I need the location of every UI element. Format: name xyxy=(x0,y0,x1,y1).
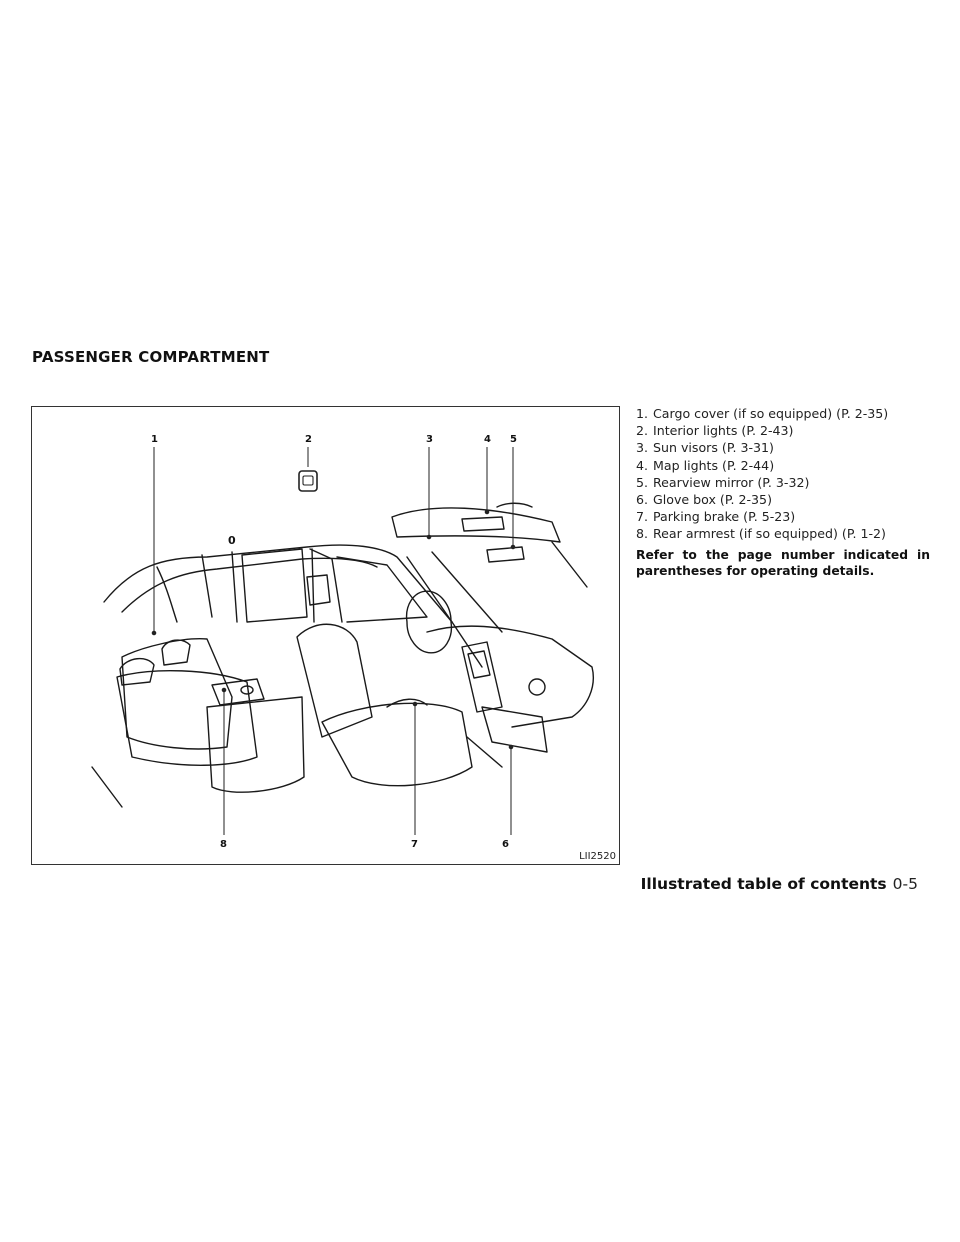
center-console xyxy=(461,641,503,713)
operating-details-note: Refer to the page number indicated in pa… xyxy=(636,547,930,579)
rear-pillar xyxy=(156,566,178,623)
legend-number: 5. xyxy=(636,474,649,490)
legend-number: 1. xyxy=(636,406,649,421)
windshield xyxy=(406,541,588,633)
interior-light-icon xyxy=(298,470,318,492)
front-headrest xyxy=(306,574,331,606)
legend-number: 6. xyxy=(636,492,649,508)
legend-number: 2. xyxy=(636,423,649,439)
passenger-compartment-illustration: 1 2 3 4 5 6 7 8 0 LII2520 xyxy=(31,406,620,865)
callout-numbers: 1 2 3 4 5 6 7 8 0 xyxy=(151,434,517,850)
legend-number: 7. xyxy=(636,509,649,525)
legend: 1. Cargo cover (if so equipped) (P. 2-35)… xyxy=(636,405,930,580)
callout-lines xyxy=(151,447,516,835)
rearview-mirror-shape xyxy=(486,546,525,563)
legend-list: 1. Cargo cover (if so equipped) (P. 2-35)… xyxy=(636,405,930,543)
view-marker: 0 xyxy=(228,534,236,547)
legend-item: 5.Rearview mirror (P. 3-32) xyxy=(636,474,930,491)
front-door-window xyxy=(336,556,428,623)
cup-holder xyxy=(240,685,254,695)
callout-dot-3 xyxy=(426,534,432,540)
callout-number-5: 5 xyxy=(510,434,517,445)
callout-number-4: 4 xyxy=(484,434,491,445)
legend-item: 2.Interior lights (P. 2-43) xyxy=(636,422,930,439)
rear-seat-cushion xyxy=(116,669,258,766)
callout-number-3: 3 xyxy=(426,434,433,445)
callout-dot-8 xyxy=(221,687,227,693)
section-title: PASSENGER COMPARTMENT xyxy=(32,348,270,366)
legend-number: 8. xyxy=(636,526,649,542)
rear-armrest-shape xyxy=(211,678,265,706)
front-seat-cushion xyxy=(321,702,473,787)
rear-seat-base xyxy=(206,696,305,793)
legend-text: Parking brake (P. 5-23) xyxy=(653,509,796,525)
legend-text: Rear armrest (if so equipped) (P. 1-2) xyxy=(653,526,886,542)
legend-item: 1. Cargo cover (if so equipped) (P. 2-35) xyxy=(636,405,930,422)
legend-text: Glove box (P. 2-35) xyxy=(653,492,772,508)
rear-headrest-right xyxy=(161,639,191,666)
side-window xyxy=(241,548,308,623)
floor-line xyxy=(91,736,503,808)
callout-dot-1 xyxy=(151,630,157,636)
map-light-shape xyxy=(496,502,533,508)
callout-dot-6 xyxy=(508,744,514,750)
rear-seat-back xyxy=(121,638,233,750)
front-pillar xyxy=(309,548,343,623)
legend-text: Interior lights (P. 2-43) xyxy=(653,423,794,439)
legend-number: 4. xyxy=(636,457,649,473)
callout-number-7: 7 xyxy=(411,839,418,850)
page-number: 0-5 xyxy=(892,875,918,893)
legend-item: 8.Rear armrest (if so equipped) (P. 1-2) xyxy=(636,525,930,542)
callout-dot-7 xyxy=(412,701,418,707)
dashboard xyxy=(426,625,594,728)
steering-wheel xyxy=(405,590,453,654)
console-screen xyxy=(467,650,491,679)
callout-number-2: 2 xyxy=(305,434,312,445)
front-seat-back xyxy=(296,623,373,738)
air-vent xyxy=(528,678,546,696)
callout-dot-5 xyxy=(510,544,516,550)
rear-headrest-left xyxy=(119,658,155,686)
legend-text: Rearview mirror (P. 3-32) xyxy=(653,474,810,490)
callout-number-8: 8 xyxy=(220,839,227,850)
callout-number-1: 1 xyxy=(151,434,158,445)
legend-item: 4.Map lights (P. 2-44) xyxy=(636,457,930,474)
headliner xyxy=(391,507,561,543)
sun-visor-shape xyxy=(461,516,505,532)
legend-item: 6.Glove box (P. 2-35) xyxy=(636,491,930,508)
legend-item: 3.Sun visors (P. 3-31) xyxy=(636,439,930,456)
rear-window-frame xyxy=(201,551,238,623)
callout-number-6: 6 xyxy=(502,839,509,850)
car-interior-drawing xyxy=(91,502,594,808)
figure-id: LII2520 xyxy=(579,851,616,862)
legend-text: Cargo cover (if so equipped) (P. 2-35) xyxy=(653,406,889,421)
glove-box-shape xyxy=(481,706,548,753)
interior-light-lens xyxy=(302,475,314,486)
footer-section-label: Illustrated table of contents xyxy=(640,875,887,893)
legend-number: 3. xyxy=(636,440,649,456)
parking-brake-shape xyxy=(386,698,428,708)
legend-text: Sun visors (P. 3-31) xyxy=(653,440,774,456)
page-footer: Illustrated table of contents 0-5 xyxy=(641,875,918,893)
roof-outline xyxy=(103,544,483,668)
legend-item: 7.Parking brake (P. 5-23) xyxy=(636,508,930,525)
callout-dot-4 xyxy=(484,509,490,515)
legend-text: Map lights (P. 2-44) xyxy=(653,457,775,473)
